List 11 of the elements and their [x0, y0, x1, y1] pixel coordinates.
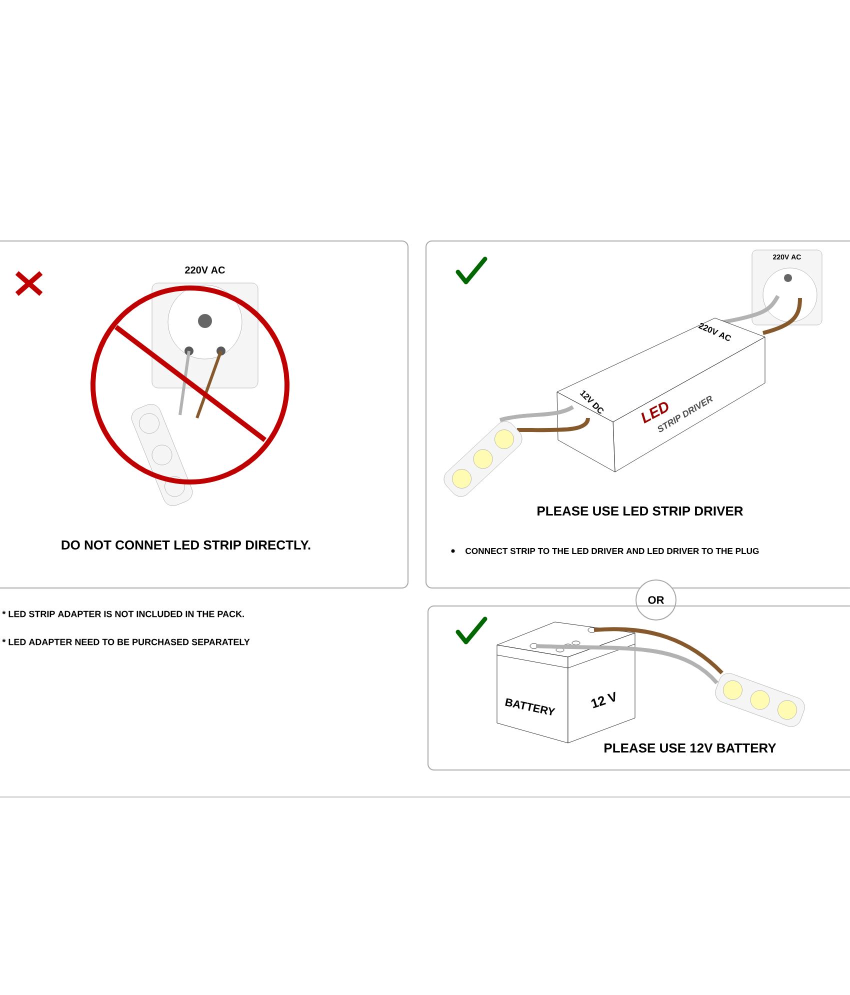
voltage-label: 12V DC: [580, 390, 604, 414]
heading: PLEASE USE 12V BATTERY: [604, 743, 776, 753]
note: * LED ADAPTER NEED TO BE PURCHASED SEPARATELY: [2, 638, 250, 646]
voltage-label: 220V AC: [698, 322, 732, 341]
note: * LED STRIP ADAPTER IS NOT INCLUDED IN THE PACK.: [2, 610, 244, 618]
voltage-label: 220V AC: [185, 266, 225, 274]
heading: PLEASE USE LED STRIP DRIVER: [538, 506, 744, 516]
heading: DO NOT CONNET LED STRIP DIRECTLY.: [62, 540, 310, 550]
voltage-label: 12 V: [591, 692, 616, 708]
bullet-text: CONNECT STRIP TO THE LED DRIVER AND LED DRIVER TO THE PLUG: [466, 548, 759, 554]
battery-label: BATTERY: [505, 698, 556, 716]
